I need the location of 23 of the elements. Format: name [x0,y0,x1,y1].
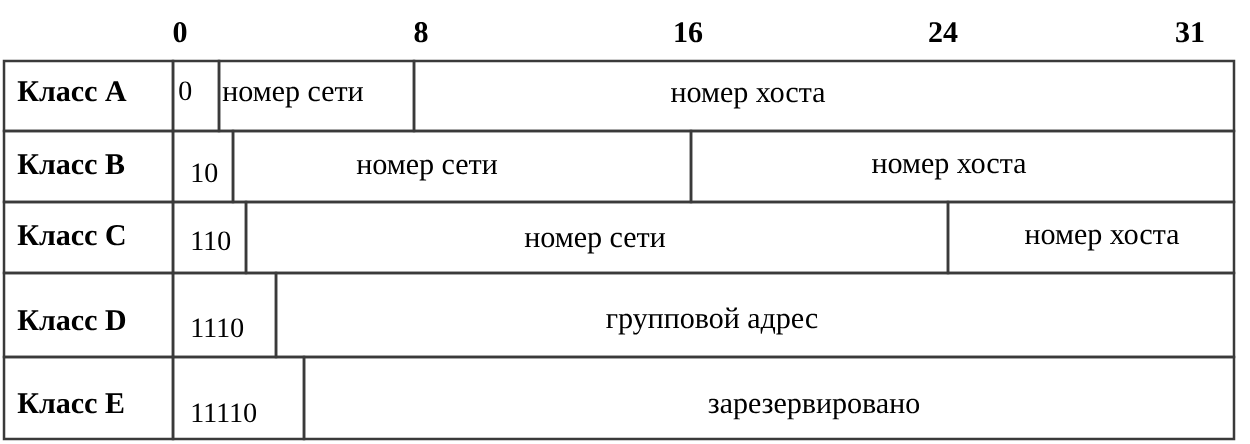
class-name-cell: Класс D [2,271,175,359]
bit-number: 24 [929,22,958,42]
bit-number: 16 [675,22,703,43]
address-field-cell: зарезервировано [302,355,1236,441]
class-name-cell: Класс A [2,59,175,133]
address-field-cell: номер хоста [689,129,1236,204]
address-field-cell: номер хоста [412,59,1236,133]
address-field-cell: групповой адрес [274,271,1236,359]
class-name-cell: Класс C [2,200,175,275]
address-field-cell: номер сети [244,200,950,275]
address-field-cell: номер хоста [946,200,1236,275]
address-field-cell: номер сети [217,59,416,133]
bit-number: 8 [414,22,428,43]
prefix-bits-cell: 1110 [171,271,278,359]
class-name-cell: Класс E [2,355,175,441]
prefix-bits-cell: 11110 [171,355,306,441]
bit-number: 31 [1176,22,1204,43]
class-name-cell: Класс B [2,129,175,204]
prefix-bits-cell: 0 [171,59,221,133]
prefix-bits-cell: 110 [171,200,248,275]
bit-number: 0 [173,22,187,43]
address-field-cell: номер сети [231,129,693,204]
prefix-bits-cell: 10 [171,129,235,204]
